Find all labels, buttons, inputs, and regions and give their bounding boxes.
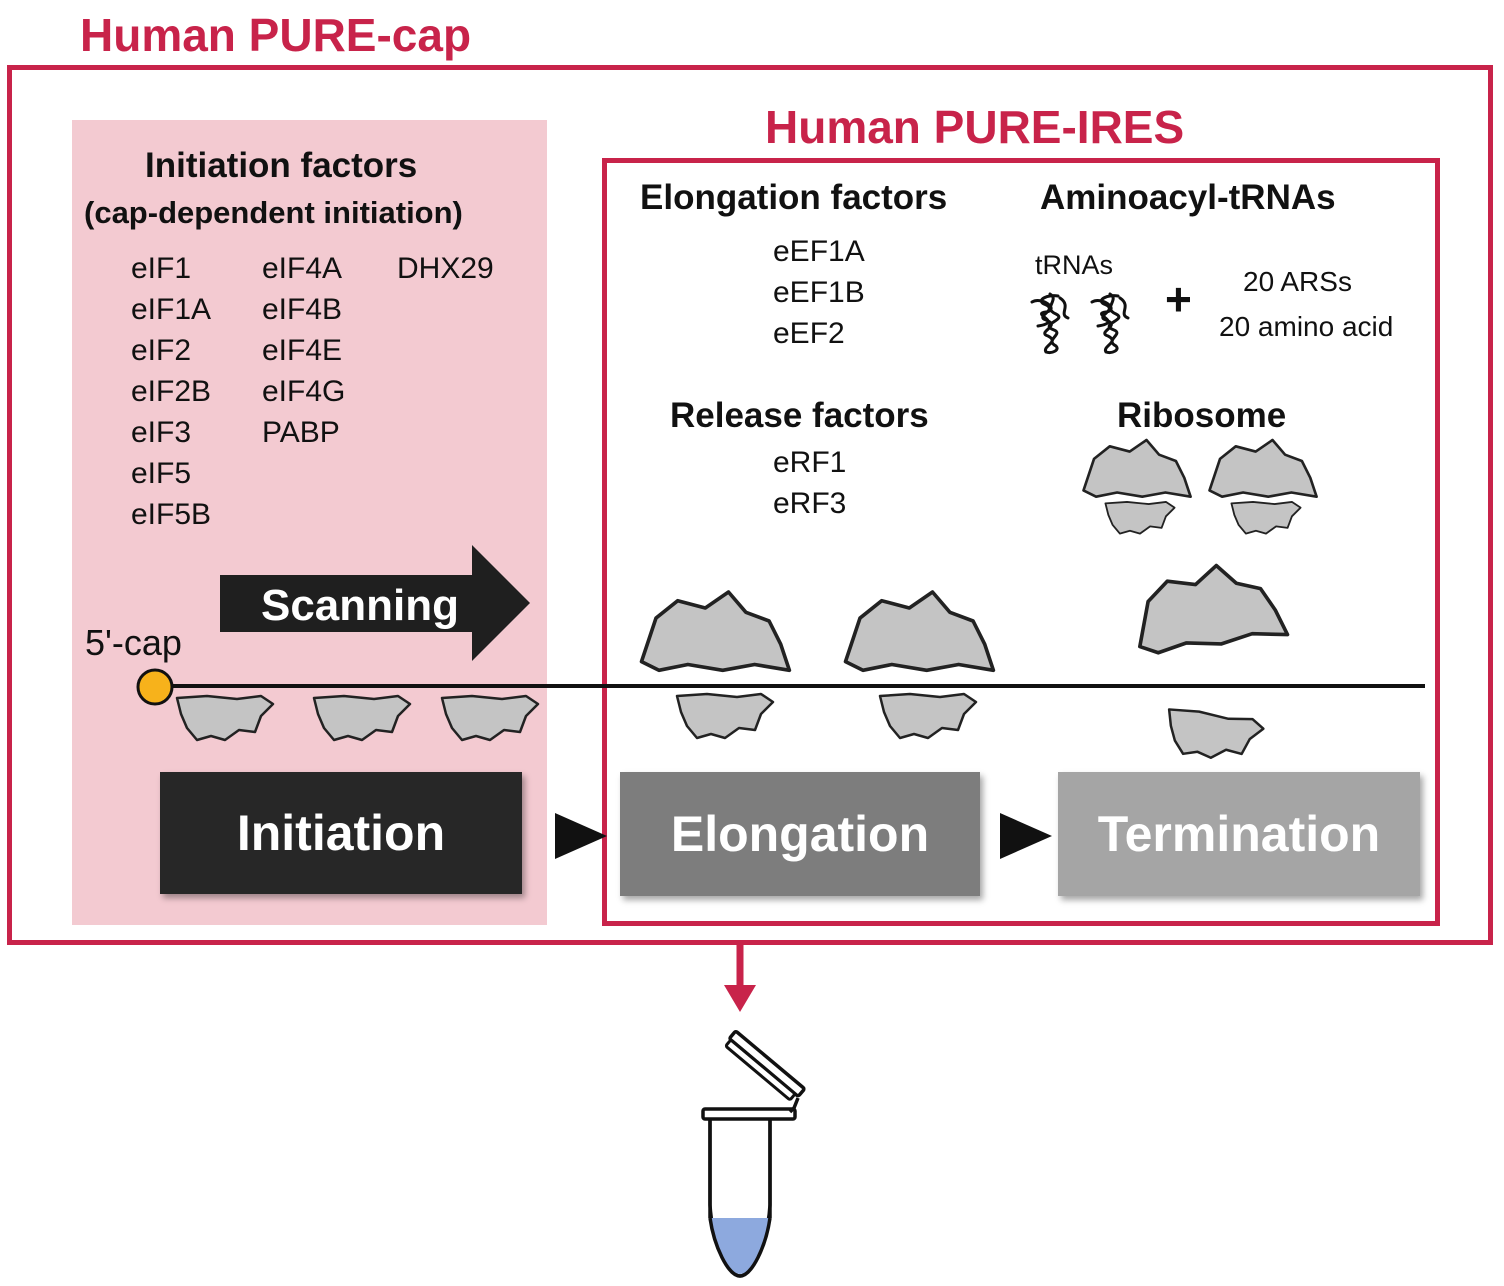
ribosome-large-subunit-icon (1082, 438, 1192, 499)
initiation-factor-list-3: DHX29 (397, 248, 494, 289)
trnas-label: tRNAs (1035, 250, 1114, 280)
ars-label: 20 ARSs (1243, 266, 1352, 297)
factor-item: eEF1B (773, 276, 865, 309)
pure-ires-title: Human PURE-IRES (765, 101, 1185, 153)
factor-item: eRF3 (773, 487, 847, 520)
factor-item: eIF2 (131, 334, 192, 367)
small-subunit-icon (312, 694, 412, 742)
factor-item: eEF1A (773, 235, 865, 268)
initiation-factors-heading: Initiation factors (145, 146, 418, 185)
factor-item: eIF4E (262, 334, 343, 367)
ribosome-small-subunit-icon (1230, 501, 1302, 535)
stage-arrow-icon (1000, 813, 1052, 859)
initiation-stage-label: Initiation (236, 805, 446, 861)
amino-acid-label: 20 amino acid (1219, 311, 1394, 342)
initiation-factors-subheading: (cap-dependent initiation) (84, 195, 463, 230)
plus-sign: + (1165, 273, 1192, 325)
cap-marker (136, 668, 174, 706)
stage-arrow-icon (555, 813, 607, 859)
ribosome-large-subunit-icon (843, 590, 996, 673)
factor-item: eIF1A (131, 293, 212, 326)
pure-cap-title: Human PURE-cap (80, 9, 472, 61)
release-factor-list: eRF1 eRF3 (773, 442, 846, 524)
ribosome-small-subunit-icon (1104, 501, 1176, 535)
initiation-factor-list-1: eIF1 eIF1A eIF2 eIF2B eIF3 eIF5 eIF5B (131, 248, 211, 535)
factor-item: DHX29 (397, 252, 494, 285)
small-subunit-icon (440, 694, 540, 742)
elongation-stage-label: Elongation (670, 806, 930, 862)
factor-item: eIF2B (131, 375, 212, 408)
termination-stage-box: Termination (1058, 772, 1420, 896)
factor-item: eIF5B (131, 498, 212, 531)
trna-icon (1030, 292, 1070, 355)
initiation-factor-list-2: eIF4A eIF4B eIF4E eIF4G PABP (262, 248, 345, 453)
cap-label: 5'-cap (85, 622, 182, 663)
factor-item: eIF4A (262, 252, 343, 285)
ribosome-small-subunit-icon (878, 692, 978, 740)
trna-icon (1090, 292, 1130, 355)
ribosome-small-subunit-icon (1162, 706, 1266, 766)
elongation-factor-list: eEF1A eEF1B eEF2 (773, 231, 865, 354)
reaction-tube-icon (701, 1030, 806, 1278)
output-arrowhead (724, 985, 756, 1012)
scanning-label: Scanning (261, 581, 459, 630)
factor-item: eIF4G (262, 375, 346, 408)
factor-item: eIF3 (131, 416, 192, 449)
pure-cap-frame (7, 65, 1493, 945)
scanning-arrow (220, 545, 530, 661)
termination-stage-label: Termination (1097, 806, 1381, 862)
ribosome-heading: Ribosome (1117, 396, 1287, 435)
factor-item: PABP (262, 416, 340, 449)
factor-item: eRF1 (773, 446, 847, 479)
elongation-stage-box: Elongation (620, 772, 980, 896)
small-subunit-icon (175, 694, 275, 742)
ribosome-small-subunit-icon (675, 692, 775, 740)
factor-item: eIF1 (131, 252, 192, 285)
factor-item: eIF5 (131, 457, 192, 490)
ribosome-large-subunit-icon (1208, 438, 1318, 499)
elongation-factors-heading: Elongation factors (640, 178, 948, 217)
release-factors-heading: Release factors (670, 396, 929, 435)
pure-ires-frame (602, 158, 1440, 926)
ribosome-large-subunit-icon (1128, 555, 1290, 658)
aminoacyl-trnas-heading: Aminoacyl-tRNAs (1040, 178, 1336, 217)
ribosome-large-subunit-icon (639, 590, 792, 673)
initiation-stage-box: Initiation (160, 772, 522, 894)
factor-item: eEF2 (773, 317, 845, 350)
factor-item: eIF4B (262, 293, 343, 326)
